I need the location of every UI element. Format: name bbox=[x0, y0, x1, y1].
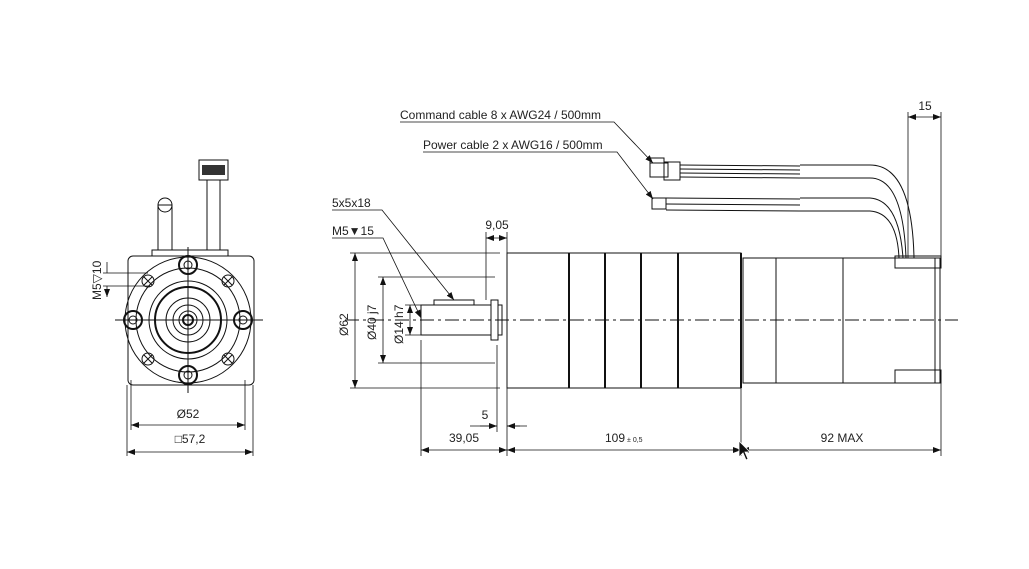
cable-exit bbox=[894, 255, 942, 269]
connector-pins bbox=[202, 165, 225, 175]
shaft-length-label: 39,05 bbox=[449, 431, 479, 445]
pilot-length-label: 9,05 bbox=[485, 218, 509, 232]
flange-dia-label: Ø52 bbox=[177, 407, 200, 421]
command-cable-label: Command cable 8 x AWG24 / 500mm bbox=[400, 108, 601, 122]
flange-dia-62: Ø62 bbox=[337, 313, 351, 336]
thread-label: M5▼15 bbox=[332, 224, 374, 238]
command-cable-stub bbox=[206, 179, 221, 251]
key-label: 5x5x18 bbox=[332, 196, 371, 210]
pilot-dia-label: Ø40 j7 bbox=[365, 304, 379, 340]
power-cable-stub bbox=[157, 204, 173, 251]
connector bbox=[198, 159, 229, 181]
motor-length-label: 92 MAX bbox=[821, 431, 864, 445]
front-thread-label: M5▽10 bbox=[90, 260, 104, 300]
cable-end bbox=[157, 197, 173, 213]
shaft-dia-label: Ø14 h7 bbox=[392, 304, 406, 344]
cable-plate bbox=[151, 249, 229, 257]
power-cable-label: Power cable 2 x AWG16 / 500mm bbox=[423, 138, 603, 152]
cables bbox=[649, 157, 915, 259]
square-size-label: □57,2 bbox=[175, 432, 206, 446]
cable-offset-label: 15 bbox=[918, 99, 932, 113]
key bbox=[433, 299, 475, 306]
shoulder-length-label: 5 bbox=[482, 408, 489, 422]
side-view: Command cable 8 x AWG24 / 500mm Power ca… bbox=[332, 99, 958, 456]
front-view: M5▽10 Ø52 □57,2 bbox=[90, 159, 263, 456]
command-connector bbox=[663, 161, 681, 181]
gearbox-length-label: 109± 0,5 bbox=[605, 431, 643, 445]
center-lines bbox=[115, 247, 263, 393]
mouse-cursor-icon bbox=[738, 440, 751, 461]
gearbox-length-value: 109 bbox=[605, 431, 625, 445]
gearbox-tolerance: ± 0,5 bbox=[627, 437, 643, 444]
